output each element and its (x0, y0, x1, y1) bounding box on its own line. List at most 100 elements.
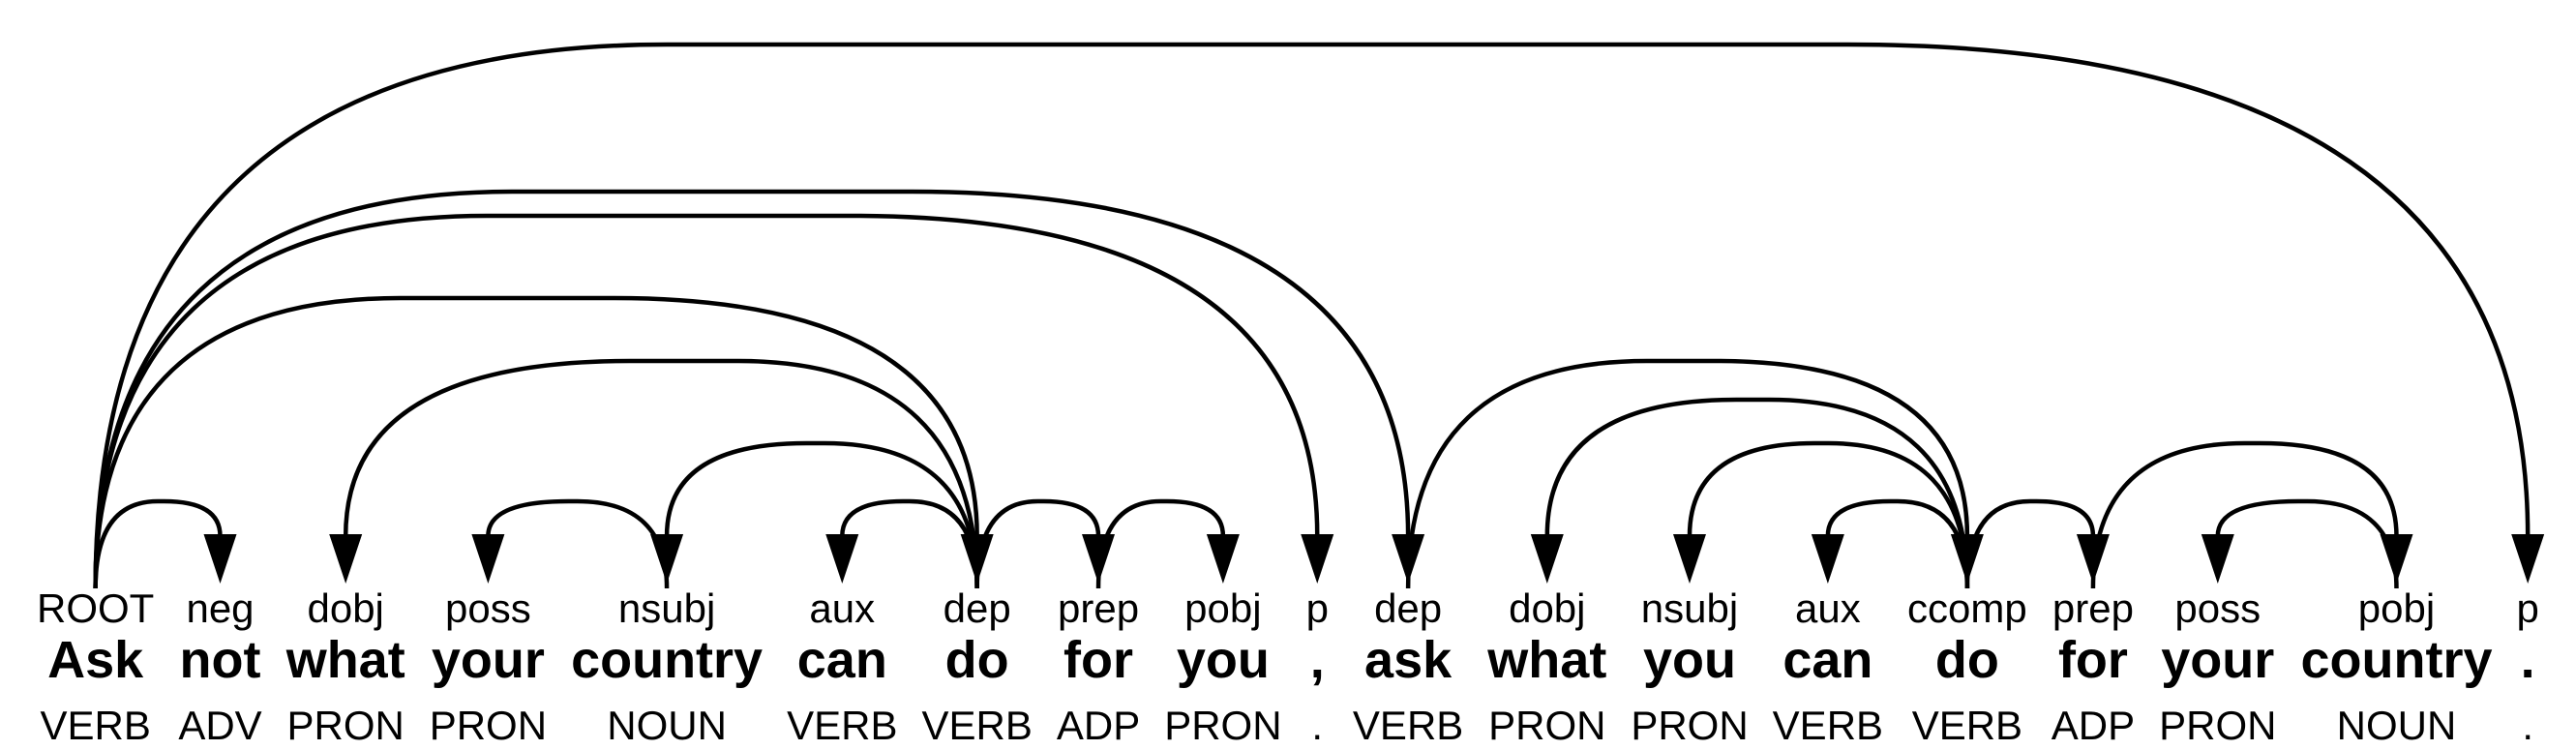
token-column: poss your PRON (430, 586, 547, 747)
dependency-arc (93, 498, 223, 589)
token-column: dobj what PRON (286, 586, 405, 747)
token-word: country (571, 631, 764, 689)
pos-tag: . (1311, 703, 1324, 748)
dep-label: ROOT (37, 585, 155, 631)
arrowhead (2201, 534, 2234, 584)
arrowhead (1811, 534, 1844, 584)
dependency-arc (2215, 498, 2399, 589)
pos-tag: VERB (921, 703, 1033, 748)
token-word: for (2057, 631, 2128, 689)
token-column: poss your PRON (2159, 586, 2276, 747)
token-column: prep for ADP (1057, 586, 1140, 747)
arrowhead (329, 534, 363, 584)
pos-tag: VERB (40, 703, 151, 748)
dep-label: poss (445, 585, 531, 631)
token-word: , (1309, 631, 1325, 689)
dependency-arc (93, 42, 2531, 589)
token-word: what (285, 631, 405, 689)
pos-tag: VERB (1352, 703, 1464, 748)
pos-tag: . (2522, 703, 2534, 748)
dependency-arc (1405, 358, 1970, 589)
arrowhead (1672, 534, 1706, 584)
dep-label: pobj (2357, 585, 2436, 631)
arrowhead (650, 534, 684, 584)
token-column: pobj you PRON (1164, 586, 1281, 747)
dep-label: nsubj (1640, 585, 1739, 631)
token-column: ccomp do VERB (1907, 586, 2027, 747)
dependency-arc (93, 213, 1320, 589)
token-word: . (2520, 631, 2535, 689)
dependency-arc (1687, 440, 1970, 589)
pos-tag: VERB (1772, 703, 1884, 748)
dependency-arc (343, 358, 979, 589)
token-word: you (1642, 631, 1736, 689)
pos-tag: PRON (1631, 703, 1749, 748)
dep-label: dep (1374, 585, 1443, 631)
dep-label: p (2516, 585, 2539, 631)
token-column: neg not ADV (178, 586, 261, 747)
token-column: ROOT Ask VERB (37, 586, 154, 747)
pos-tag: PRON (1164, 703, 1282, 748)
dep-label: aux (1795, 585, 1861, 631)
tokens-row: ROOT Ask VERB neg not ADV dobj what PRON… (0, 586, 2576, 747)
pos-tag: VERB (1911, 703, 2023, 748)
arrowhead (2511, 534, 2545, 584)
token-word: you (1176, 631, 1270, 689)
token-word: country (2300, 631, 2493, 689)
token-column: prep for ADP (2052, 586, 2135, 747)
token-column: nsubj country NOUN (571, 586, 763, 747)
dependency-arc (1095, 498, 1226, 589)
arrowhead (203, 534, 237, 584)
token-word: Ask (47, 631, 144, 689)
dep-label: prep (1057, 585, 1140, 631)
token-column: dobj what PRON (1487, 586, 1606, 747)
dep-label: neg (186, 585, 255, 631)
arrowhead (2380, 534, 2413, 584)
token-word: do (1934, 631, 1999, 689)
pos-tag: ADP (1056, 703, 1141, 748)
dependency-arc (1544, 397, 1970, 589)
dependency-arc (1964, 498, 2096, 589)
dependency-arc (1825, 498, 1970, 589)
dep-label: p (1305, 585, 1329, 631)
dep-label: nsubj (617, 585, 716, 631)
pos-tag: ADP (2051, 703, 2136, 748)
token-column: aux can VERB (787, 586, 897, 747)
token-column: dep ask VERB (1353, 586, 1463, 747)
token-word: for (1063, 631, 1134, 689)
token-column: p , . (1306, 586, 1329, 747)
pos-tag: VERB (787, 703, 898, 748)
pos-tag: PRON (1488, 703, 1606, 748)
token-word: can (796, 631, 887, 689)
token-word: your (2161, 631, 2275, 689)
dep-label: dobj (1509, 585, 1586, 631)
pos-tag: NOUN (2336, 703, 2457, 748)
token-column: nsubj you PRON (1631, 586, 1748, 747)
pos-tag: PRON (429, 703, 548, 748)
pos-tag: NOUN (607, 703, 727, 748)
arrowhead (825, 534, 859, 584)
token-column: aux can VERB (1773, 586, 1883, 747)
dependency-arc (93, 295, 979, 589)
dep-label: prep (2052, 585, 2134, 631)
token-column: dep do VERB (921, 586, 1032, 747)
token-word: not (179, 631, 261, 689)
token-word: can (1782, 631, 1873, 689)
dependency-arc (664, 440, 979, 589)
token-word: ask (1364, 631, 1453, 689)
dep-label: ccomp (1907, 585, 2027, 631)
pos-tag: ADV (178, 703, 262, 748)
dependency-arc (93, 189, 1411, 589)
arrowhead (1301, 534, 1334, 584)
dep-label: dep (943, 585, 1011, 631)
arrowhead (1530, 534, 1564, 584)
dependency-arc (974, 498, 1101, 589)
dependency-arc (2090, 440, 2399, 589)
token-column: p . . (2517, 586, 2539, 747)
pos-tag: PRON (286, 703, 404, 748)
dep-label: pobj (1184, 585, 1262, 631)
dependency-arc (840, 498, 979, 589)
token-word: your (431, 631, 545, 689)
